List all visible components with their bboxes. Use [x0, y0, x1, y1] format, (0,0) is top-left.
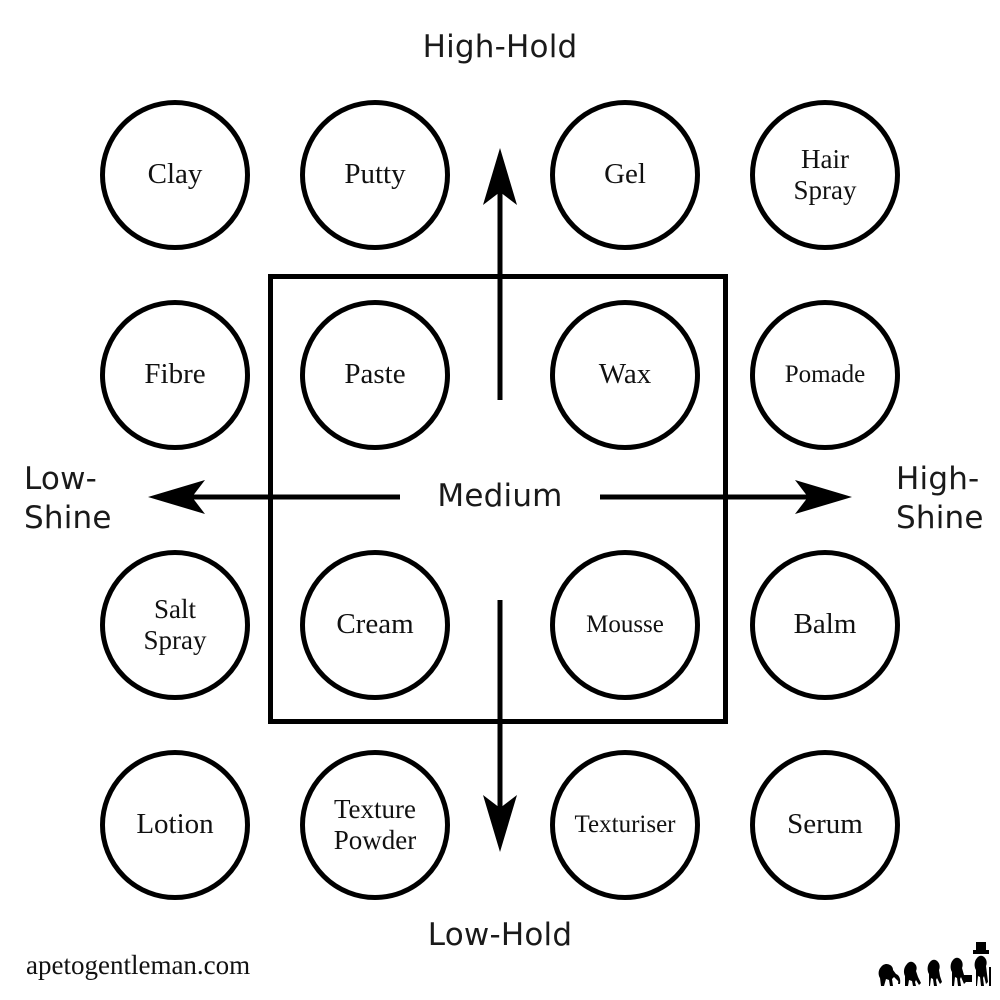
axis-label-high-shine: High- Shine [896, 461, 984, 536]
product-node-clay[interactable]: Clay [100, 100, 250, 250]
product-node-mousse[interactable]: Mousse [550, 550, 700, 700]
product-node-hair-spray[interactable]: Hair Spray [750, 100, 900, 250]
product-node-cream[interactable]: Cream [300, 550, 450, 700]
product-label: Texturiser [574, 811, 676, 839]
product-node-gel[interactable]: Gel [550, 100, 700, 250]
product-label: Texture Powder [333, 793, 417, 855]
product-label: Cream [336, 608, 414, 641]
center-label-medium: Medium [437, 478, 563, 514]
product-label: Hair Spray [793, 143, 857, 205]
product-node-fibre[interactable]: Fibre [100, 300, 250, 450]
product-node-balm[interactable]: Balm [750, 550, 900, 700]
axis-label-high-hold: High-Hold [422, 29, 578, 65]
site-credit: apetogentleman.com [26, 950, 251, 980]
product-node-putty[interactable]: Putty [300, 100, 450, 250]
product-label: Mousse [586, 611, 664, 639]
product-node-lotion[interactable]: Lotion [100, 750, 250, 900]
product-label: Pomade [784, 361, 866, 389]
product-label: Gel [604, 158, 646, 191]
product-node-wax[interactable]: Wax [550, 300, 700, 450]
product-label: Lotion [136, 808, 214, 841]
product-label: Wax [598, 358, 652, 391]
product-label: Balm [793, 608, 857, 641]
product-label: Salt Spray [143, 593, 207, 655]
product-label: Fibre [144, 358, 206, 391]
product-node-pomade[interactable]: Pomade [750, 300, 900, 450]
product-label: Putty [344, 158, 406, 191]
axis-label-low-shine: Low- Shine [24, 461, 112, 536]
product-label: Paste [344, 358, 406, 391]
ape-to-gentleman-evolution-logo [878, 942, 991, 986]
product-label: Serum [787, 808, 863, 841]
product-node-serum[interactable]: Serum [750, 750, 900, 900]
product-node-texture-powder[interactable]: Texture Powder [300, 750, 450, 900]
axis-label-low-hold: Low-Hold [427, 917, 573, 953]
product-node-texturiser[interactable]: Texturiser [550, 750, 700, 900]
product-node-salt-spray[interactable]: Salt Spray [100, 550, 250, 700]
product-node-paste[interactable]: Paste [300, 300, 450, 450]
product-label: Clay [147, 158, 203, 191]
